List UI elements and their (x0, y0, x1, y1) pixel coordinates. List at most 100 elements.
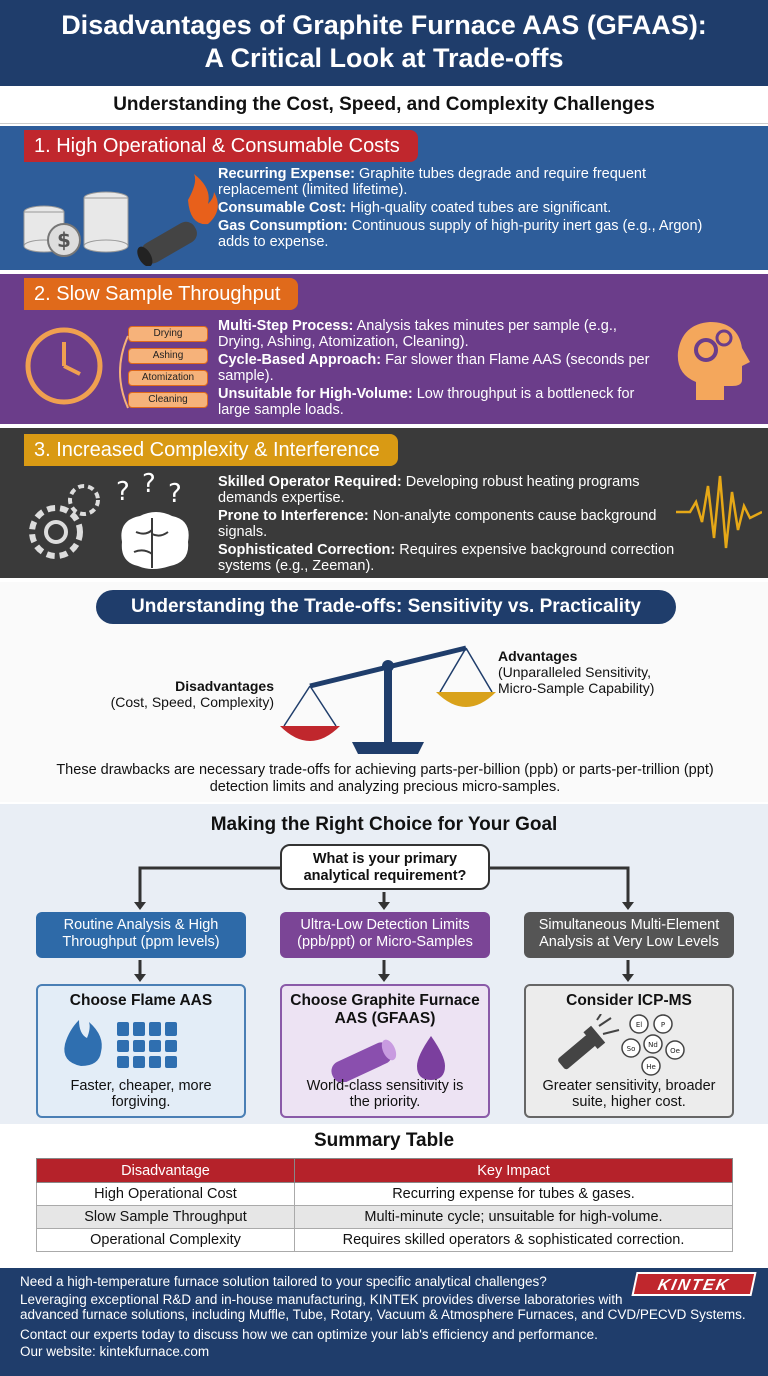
point-term: Cycle-Based Approach: (218, 352, 382, 368)
table-cell: Recurring expense for tubes & gases. (294, 1182, 733, 1206)
table-header-row: Disadvantage Key Impact (36, 1158, 733, 1183)
title-line-1: Disadvantages of Graphite Furnace AAS (G… (61, 10, 707, 40)
choice-title-line-1: Choose Graphite Furnace (290, 992, 480, 1009)
point: Unsuitable for High-Volume: Low throughp… (218, 386, 658, 418)
point-text: Low throughput is a bottleneck for large… (218, 386, 635, 418)
choice-title: Choose Flame AAS (69, 992, 213, 1009)
disadvantages-title: Disadvantages (175, 678, 274, 694)
point-text: Non-analyte components cause background … (218, 508, 657, 540)
point: Consumable Cost: High-quality coated tub… (218, 200, 718, 216)
tradeoff-text: These drawbacks are necessary trade-offs… (56, 762, 714, 795)
choice-desc: Faster, cheaper, more forgiving. (38, 1078, 244, 1110)
point-text: Analysis takes minutes per sample (e.g.,… (218, 318, 617, 350)
element-symbol: Oe (670, 1047, 680, 1055)
desc-line-1: Faster, cheaper, more (70, 1078, 212, 1094)
requirement-ultra-low: Ultra-Low Detection Limits (ppb/ppt) or … (280, 912, 490, 958)
point-term: Recurring Expense: (218, 166, 355, 182)
kintek-logo: KINTEK (631, 1272, 757, 1296)
table-row: High Operational Cost Recurring expense … (36, 1182, 733, 1206)
point-text: High-quality coated tubes are significan… (346, 200, 612, 216)
table-cell: Slow Sample Throughput (36, 1205, 295, 1229)
footer: KINTEK Need a high-temperature furnace s… (0, 1268, 768, 1376)
section-title: 2. Slow Sample Throughput (24, 278, 299, 310)
point-term: Skilled Operator Required: (218, 474, 402, 490)
process-steps: Drying Ashing Atomization Cleaning (128, 326, 208, 408)
flow-arrows (134, 866, 634, 982)
cycle-arrows-icon (119, 335, 129, 409)
tradeoff-panel: Understanding the Trade-offs: Sensitivit… (0, 582, 768, 802)
step-ashing: Ashing (128, 348, 208, 364)
point-term: Unsuitable for High-Volume: (218, 386, 413, 402)
point-text: Continuous supply of high-purity inert g… (218, 218, 703, 250)
page-title: Disadvantages of Graphite Furnace AAS (G… (0, 0, 768, 75)
point-term: Consumable Cost: (218, 200, 347, 216)
req-line-2: Throughput (ppm levels) (62, 934, 220, 950)
desc-line-2: suite, higher cost. (572, 1094, 686, 1110)
tradeoff-title: Understanding the Trade-offs: Sensitivit… (96, 590, 676, 624)
svg-text:?: ? (168, 479, 182, 509)
point-text: Developing robust heating programs deman… (218, 474, 640, 506)
choice-title-line-2: AAS (GFAAS) (334, 1010, 436, 1027)
title-line-2: A Critical Look at Trade-offs (204, 43, 564, 73)
section-throughput: 2. Slow Sample Throughput Drying Ashing … (0, 274, 768, 424)
point-term: Prone to Interference: (218, 508, 369, 524)
choice-title: Consider ICP-MS (566, 992, 692, 1009)
point: Sophisticated Correction: Requires expen… (218, 542, 698, 574)
table-cell: Multi-minute cycle; unsuitable for high-… (294, 1205, 733, 1229)
point-text: Graphite tubes degrade and require frequ… (218, 166, 647, 198)
choice-gfaas: Choose Graphite Furnace AAS (GFAAS) Worl… (280, 984, 490, 1118)
section-points: Skilled Operator Required: Developing ro… (218, 474, 698, 576)
point: Recurring Expense: Graphite tubes degrad… (218, 166, 718, 198)
page-subtitle: Understanding the Cost, Speed, and Compl… (0, 86, 768, 124)
footer-line: Contact our experts today to discuss how… (20, 1326, 598, 1342)
svg-text:?: ? (116, 477, 130, 507)
svg-text:$: $ (57, 228, 71, 252)
advantages-title: Advantages (498, 648, 578, 664)
table-cell: High Operational Cost (36, 1182, 295, 1206)
question-line-1: What is your primary (312, 851, 458, 867)
req-line-1: Routine Analysis & High (63, 917, 219, 933)
gears-icon (29, 484, 100, 559)
question-box: What is your primary analytical requirem… (280, 844, 490, 890)
element-symbol: So (627, 1045, 636, 1053)
table-row: Operational Complexity Requires skilled … (36, 1228, 733, 1252)
element-symbol: He (646, 1063, 656, 1071)
element-symbol: El (636, 1021, 642, 1029)
summary-table: Disadvantage Key Impact High Operational… (36, 1158, 733, 1252)
element-symbol: Nd (648, 1041, 658, 1049)
choice-desc: World-class sensitivity is the priority. (282, 1078, 488, 1110)
point: Cycle-Based Approach: Far slower than Fl… (218, 352, 658, 384)
desc-line-1: World-class sensitivity is (306, 1078, 464, 1094)
decision-panel: Making the Right Choice for Your Goal Wh… (0, 804, 768, 1124)
question-line-2: analytical requirement? (303, 868, 467, 884)
advantages-sub-1: (Unparalleled Sensitivity, (498, 664, 652, 680)
point: Gas Consumption: Continuous supply of hi… (218, 218, 718, 250)
table-cell: Operational Complexity (36, 1228, 295, 1252)
table-cell: Requires skilled operators & sophisticat… (294, 1228, 733, 1252)
balance-scale-icon (280, 645, 496, 754)
waveform-icon (676, 475, 762, 549)
req-line-2: (ppb/ppt) or Micro-Samples (297, 934, 473, 950)
footer-website[interactable]: Our website: kintekfurnace.com (20, 1344, 210, 1359)
footer-line: Need a high-temperature furnace solution… (20, 1274, 547, 1289)
point-text: Requires expensive background correction… (218, 542, 675, 574)
point: Skilled Operator Required: Developing ro… (218, 474, 698, 506)
choice-flame-aas: Choose Flame AAS Faster, cheaper, more f… (36, 984, 246, 1118)
choice-title: Choose Graphite Furnace AAS (GFAAS) (282, 992, 488, 1028)
summary-title: Summary Table (313, 1130, 455, 1151)
point-text: Far slower than Flame AAS (seconds per s… (218, 352, 650, 384)
table-row: Slow Sample Throughput Multi-minute cycl… (36, 1205, 733, 1229)
spray-and-elements-icon: El P Nd So Oe He (558, 1013, 685, 1076)
coins-and-tube-icon: $ (23, 174, 218, 266)
desc-line-2: forgiving. (111, 1094, 171, 1110)
point-term: Multi-Step Process: (218, 318, 354, 334)
header-banner: Disadvantages of Graphite Furnace AAS (G… (0, 0, 768, 86)
tube-and-drop-icon (331, 1036, 445, 1083)
decision-title: Making the Right Choice for Your Goal (210, 814, 558, 835)
table-header: Key Impact (294, 1158, 733, 1183)
choice-icp-ms: Consider ICP-MS El P Nd So Oe He (524, 984, 734, 1118)
element-symbol: P (661, 1021, 665, 1029)
point: Prone to Interference: Non-analyte compo… (218, 508, 698, 540)
table-header: Disadvantage (36, 1158, 295, 1183)
clock-icon (25, 327, 103, 405)
